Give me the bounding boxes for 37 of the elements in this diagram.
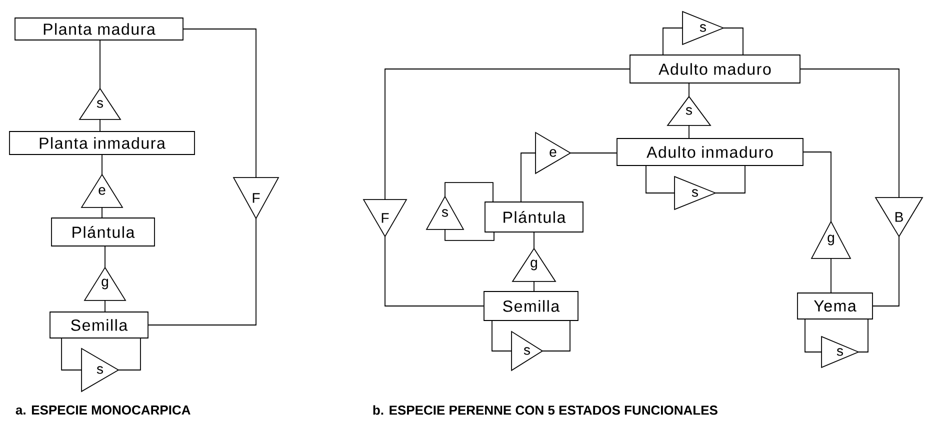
stage-box: Yema: [797, 292, 873, 320]
stage-box: Plántula: [51, 218, 155, 246]
connector: [61, 338, 82, 370]
connector: [688, 83, 690, 97]
connector: [520, 152, 536, 202]
connector: [723, 28, 744, 55]
panel-caption: a. ESPECIE MONOCARPICA: [16, 405, 190, 415]
connector: [104, 300, 106, 312]
panel-caption: b. ESPECIE PERENNE CON 5 ESTADOS FUNCIONALES: [373, 405, 718, 415]
connector: [444, 182, 494, 202]
connector: [872, 236, 900, 306]
stage-box: Semilla: [50, 312, 148, 338]
connector: [662, 28, 683, 55]
connector: [542, 320, 570, 352]
connector: [148, 218, 256, 326]
connector: [646, 166, 675, 194]
stage-box: Adulto inmaduro: [616, 138, 804, 166]
connector: [858, 319, 868, 352]
stage-box: Planta madura: [14, 18, 184, 40]
connector: [104, 246, 106, 268]
connector: [183, 28, 256, 178]
connector: [688, 125, 690, 138]
connector: [118, 338, 141, 370]
connector: [715, 166, 746, 194]
connector: [444, 229, 494, 241]
connector: [384, 68, 630, 200]
connector: [570, 152, 617, 154]
connector: [803, 152, 832, 222]
stage-box: Adulto maduro: [630, 54, 800, 84]
stage-box: Semilla: [484, 291, 578, 321]
stage-box: Plántula: [484, 202, 584, 232]
connector: [830, 258, 832, 293]
connector: [800, 68, 900, 198]
stage-box: Planta inmadura: [9, 131, 195, 155]
connector: [384, 236, 484, 306]
connector: [804, 319, 822, 352]
connector: [492, 320, 512, 352]
